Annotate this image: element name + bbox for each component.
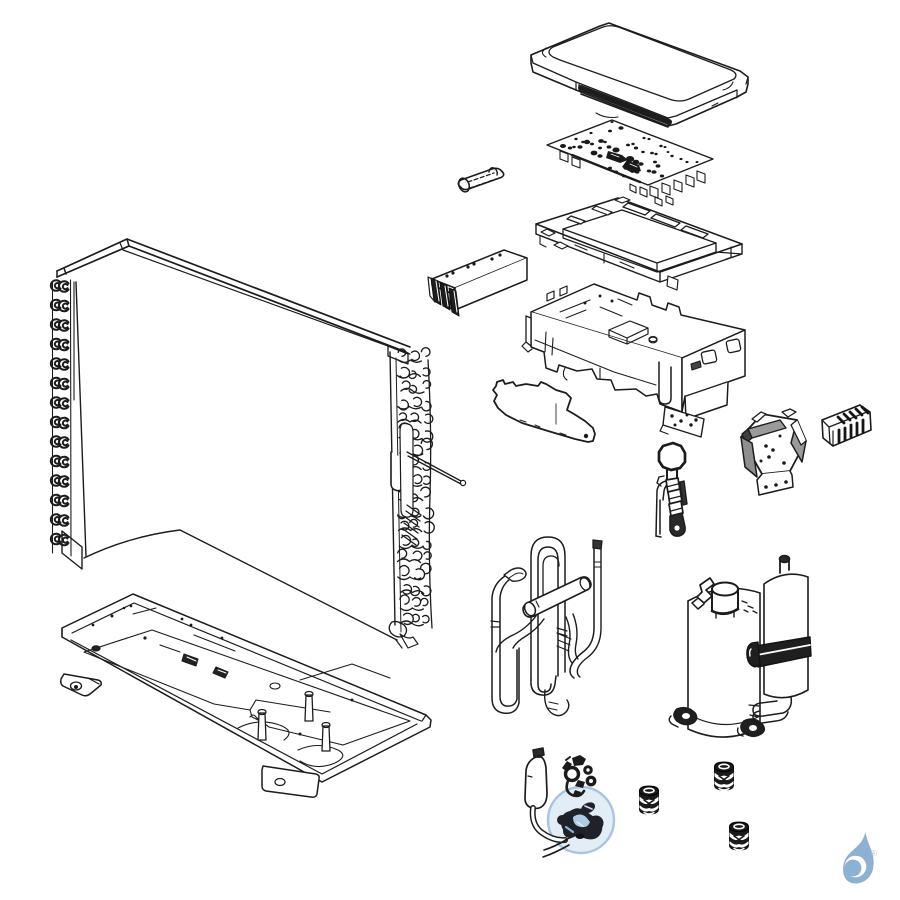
svg-text:®: ® xyxy=(871,849,877,858)
